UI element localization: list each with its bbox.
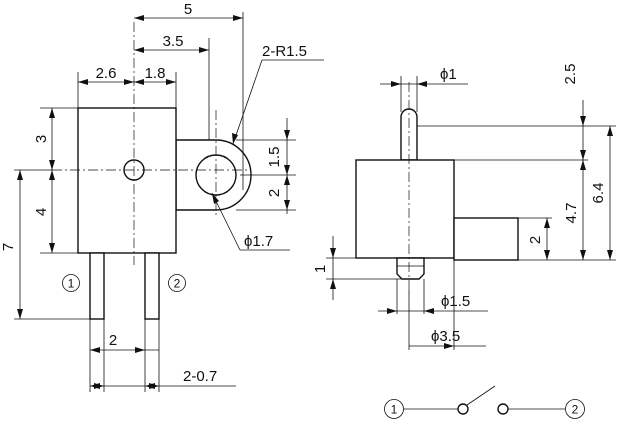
hole-leader xyxy=(211,192,241,251)
dim-lug-height: 2 xyxy=(527,236,544,244)
pin2-label: 2 xyxy=(174,277,181,291)
dim-overall-height: 6.4 xyxy=(590,183,607,204)
dim-stem-diameter: ϕ1.5 xyxy=(441,293,470,310)
dim-base-diameter: ϕ3.5 xyxy=(431,328,460,345)
terminal1-label: 1 xyxy=(391,403,398,417)
dim-left-width: 2.6 xyxy=(96,65,117,82)
side-view: ϕ1 2.5 2 4.7 6.4 1 ϕ1.5 ϕ3.5 xyxy=(312,64,616,350)
dim-bottom-height: 1 xyxy=(312,265,329,273)
pin-1 xyxy=(89,252,105,320)
contact-right xyxy=(497,403,509,415)
terminal1-circle xyxy=(384,399,404,419)
dim-total-height: 7 xyxy=(0,243,17,251)
dim-top-height: 3 xyxy=(33,135,50,143)
contact-left xyxy=(457,403,469,415)
switch-schematic: 1 2 xyxy=(384,385,585,419)
front-view: 5 3.5 2-R1.5 2.6 1.8 3 4 7 xyxy=(0,1,324,392)
pin2-label-circle xyxy=(168,274,186,292)
dim-total-width: 5 xyxy=(184,1,192,18)
plunger-outline xyxy=(400,108,418,161)
dim-lower-height: 4 xyxy=(33,208,50,216)
dim-lug-lower: 2 xyxy=(266,189,283,197)
terminal2-label: 2 xyxy=(572,403,579,417)
pin1-label-circle xyxy=(62,274,80,292)
pin1-label: 1 xyxy=(68,277,75,291)
dim-center-width: 1.8 xyxy=(145,65,166,82)
dim-hole-diameter: ϕ1.7 xyxy=(244,233,273,250)
side-body-outline xyxy=(355,159,455,259)
dim-pin-width: 2-0.7 xyxy=(183,368,217,385)
terminal2-circle xyxy=(565,399,585,419)
front-lug-outline xyxy=(175,139,252,211)
front-body-outline xyxy=(77,107,177,254)
pin-2 xyxy=(144,252,160,320)
radius-leader xyxy=(232,59,263,145)
dim-pin-pitch: 2 xyxy=(109,332,117,349)
dim-hole-offset: 3.5 xyxy=(163,33,184,50)
dim-radius: 2-R1.5 xyxy=(262,43,307,60)
stem-outline xyxy=(396,257,425,280)
side-lug-outline xyxy=(453,217,519,261)
switch-actuator xyxy=(466,385,496,406)
dim-lug-upper: 1.5 xyxy=(266,147,283,168)
dim-plunger-diameter: ϕ1 xyxy=(440,66,457,83)
dim-body-to-plunger: 4.7 xyxy=(563,203,580,224)
dim-plunger-top: 2.5 xyxy=(562,64,579,85)
